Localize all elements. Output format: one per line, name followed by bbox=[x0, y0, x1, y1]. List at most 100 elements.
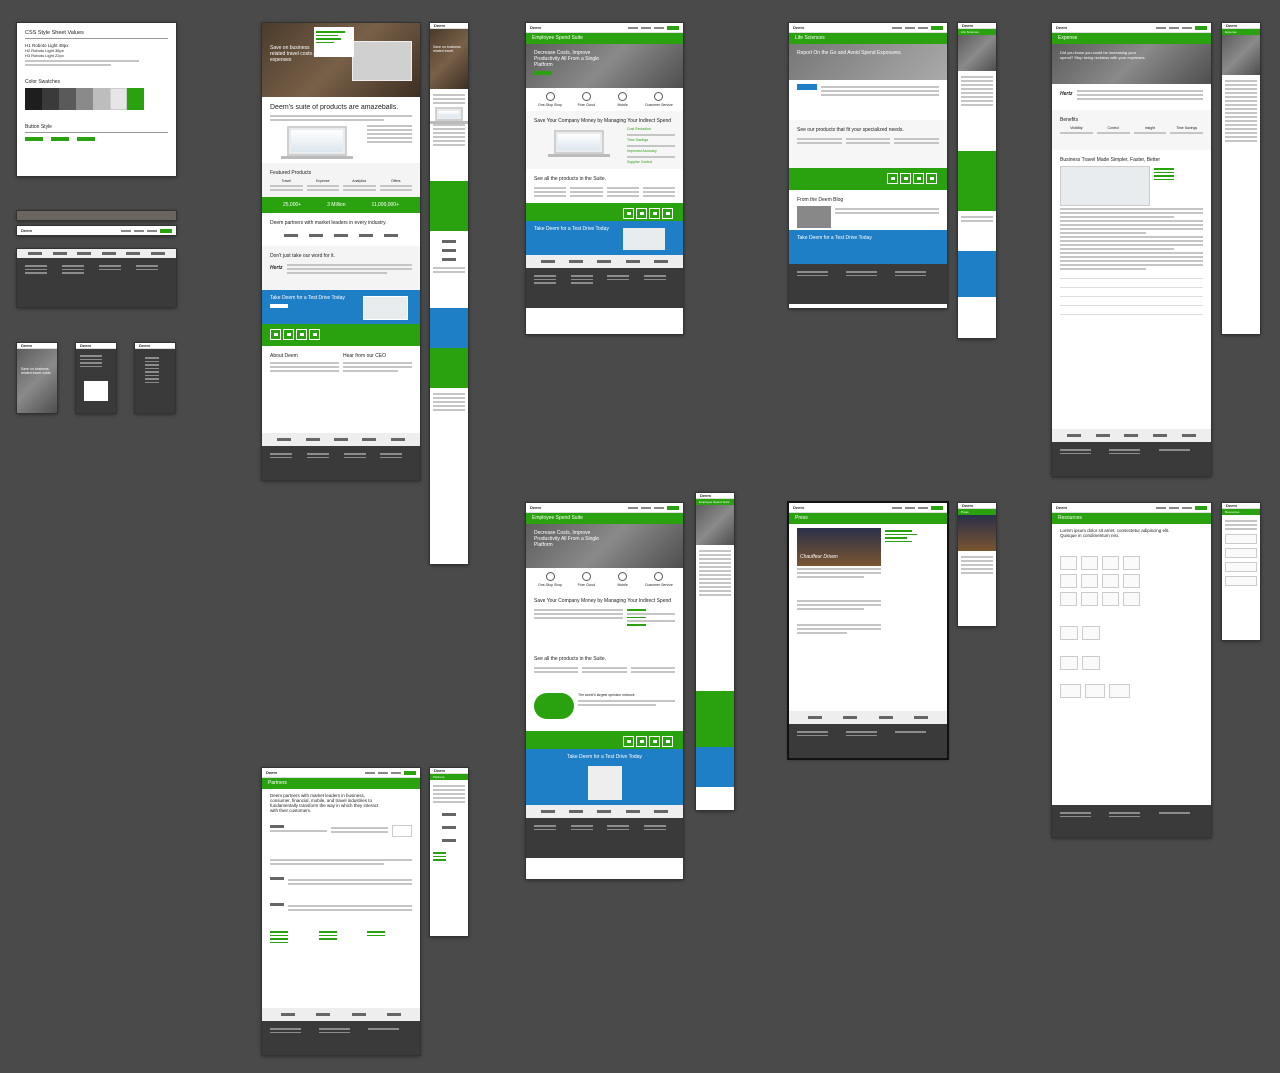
logo: Deem bbox=[962, 23, 973, 28]
test-drive-title: Take Deem for a Test Drive Today bbox=[567, 754, 642, 760]
press-mobile-board[interactable]: Deem Press bbox=[958, 503, 996, 626]
logo[interactable]: Deem bbox=[793, 25, 804, 30]
h1-sample: H1 Roboto Light 48px bbox=[25, 43, 69, 48]
logo: Deem bbox=[434, 23, 445, 28]
products-title: See our products that fit your specializ… bbox=[797, 127, 904, 133]
life-mobile-board[interactable]: Deem Life Sciences bbox=[958, 23, 996, 338]
life-sciences-board[interactable]: Deem Life Sciences Report On the Go and … bbox=[789, 23, 947, 308]
swatch bbox=[42, 88, 59, 110]
suite-title: Deem's suite of products are amazeballs. bbox=[270, 104, 399, 111]
all-products-title: See all the products in the Suite. bbox=[534, 176, 606, 182]
feature-label: Mobile bbox=[617, 583, 628, 587]
product-analytics[interactable]: Analytics bbox=[343, 179, 376, 193]
logo[interactable]: Deem bbox=[21, 228, 32, 233]
mobile-hero-board[interactable]: Deem Save on business related travel cos… bbox=[17, 343, 57, 413]
style-guide-board[interactable]: CSS Style Sheet Values H1 Roboto Light 4… bbox=[17, 23, 176, 176]
hero-text: Did you know you could be increasing you… bbox=[1060, 50, 1146, 60]
product-travel[interactable]: Travel bbox=[270, 179, 303, 193]
product-label: Expense bbox=[315, 179, 330, 183]
swatch bbox=[93, 88, 110, 110]
sample-button[interactable] bbox=[25, 137, 43, 141]
ess-desktop-board[interactable]: Deem Employee Spend Suite Decrease Costs… bbox=[526, 23, 683, 334]
expense-mobile-board[interactable]: Deem Expense bbox=[1222, 23, 1260, 334]
logo[interactable]: Deem bbox=[1056, 25, 1067, 30]
logo[interactable]: Deem bbox=[266, 770, 277, 775]
swatches-title: Color Swatches bbox=[25, 79, 61, 85]
page-title-bar: Life Sciences bbox=[958, 29, 996, 35]
feature-label: Pure Cloud bbox=[577, 583, 596, 587]
sample-button[interactable] bbox=[51, 137, 69, 141]
product-tiles[interactable] bbox=[526, 731, 683, 749]
mobile-menu-board[interactable]: Deem bbox=[76, 343, 116, 413]
stat: 11,000,000+ bbox=[371, 202, 400, 208]
hero-text: Decrease Costs, Improve Productivity All… bbox=[534, 50, 600, 68]
logo: Deem bbox=[139, 343, 150, 348]
stat: 3 Million bbox=[327, 202, 346, 208]
sample-button[interactable] bbox=[77, 137, 95, 141]
product-tiles[interactable] bbox=[262, 324, 420, 346]
quote-logo: Hertz bbox=[270, 265, 283, 271]
partners-board[interactable]: Deem Partners Deem partners with market … bbox=[262, 768, 420, 1055]
logo[interactable]: Deem bbox=[530, 25, 541, 30]
partners-title: Deem partners with market leaders in eve… bbox=[270, 220, 387, 226]
product-label: Offers bbox=[391, 179, 401, 183]
logo: Deem bbox=[21, 343, 32, 348]
test-drive-banner[interactable]: Take Deem for a Test Drive Today bbox=[526, 221, 683, 255]
style-guide-title: CSS Style Sheet Values bbox=[25, 30, 84, 36]
client-logo: Hertz bbox=[1060, 91, 1073, 97]
logo: Deem bbox=[80, 343, 91, 348]
logo[interactable]: Deem bbox=[1056, 505, 1067, 510]
ess-hero: Decrease Costs, Improve Productivity All… bbox=[526, 524, 683, 568]
ess-hero: Decrease Costs, Improve Productivity All… bbox=[526, 44, 683, 88]
swatch bbox=[127, 88, 144, 110]
swatch bbox=[25, 88, 42, 110]
home-mobile-board[interactable]: Deem Save on business related travel bbox=[430, 23, 468, 564]
logo[interactable]: Deem bbox=[793, 505, 804, 510]
logo: Deem bbox=[962, 503, 973, 508]
ess-desktop-board-v2[interactable]: Deem Employee Spend Suite Decrease Costs… bbox=[526, 503, 683, 879]
all-products-title: See all the products in the Suite. bbox=[534, 656, 606, 662]
expense-board[interactable]: Deem Expense Did you know you could be i… bbox=[1052, 23, 1211, 476]
test-drive-banner[interactable]: Take Deem for a Test Drive Today bbox=[526, 749, 683, 805]
benefits-title: Benefits bbox=[1060, 117, 1079, 123]
hero-text: Save on business related travel bbox=[433, 45, 461, 53]
page-title-bar: Resources bbox=[1052, 513, 1211, 524]
mega-menu[interactable] bbox=[314, 27, 354, 57]
partners-mobile-board[interactable]: Deem Partners bbox=[430, 768, 468, 936]
logo[interactable]: Deem bbox=[530, 505, 541, 510]
feature-label: Mobile bbox=[617, 103, 628, 107]
page-title-bar: Expense bbox=[1222, 29, 1260, 35]
feature-label: One-Stop Shop bbox=[538, 583, 563, 587]
hero-text: Save on business related travel costs bbox=[21, 367, 51, 375]
product-expense[interactable]: Expense bbox=[306, 179, 339, 193]
press-board[interactable]: Deem Press Chauffeur Driven bbox=[789, 503, 947, 758]
test-drive-title: Take Deem for a Test Drive Today bbox=[797, 235, 872, 241]
product-offers[interactable]: Offers bbox=[379, 179, 412, 193]
mobile-modal[interactable] bbox=[84, 381, 108, 401]
test-drive-banner[interactable]: Take Deem for a Test Drive Today bbox=[262, 290, 420, 324]
product-tiles[interactable] bbox=[789, 168, 947, 190]
checklist-item: Supplier Control bbox=[627, 160, 653, 164]
buttons-title: Button Style bbox=[25, 124, 52, 130]
mobile-nav-board[interactable]: Deem bbox=[135, 343, 175, 413]
nav-sample-light[interactable]: Deem bbox=[17, 226, 176, 235]
ess-mobile-board[interactable]: Deem Employee Spend Suite bbox=[696, 493, 734, 810]
press-feature-image[interactable]: Chauffeur Driven bbox=[797, 528, 881, 566]
product-tiles[interactable] bbox=[526, 203, 683, 221]
nav-sample-dark[interactable] bbox=[17, 211, 176, 220]
page-title-bar: Employee Spend Suite bbox=[526, 33, 683, 44]
page-title-bar: Resources bbox=[1222, 509, 1260, 515]
resources-board[interactable]: Deem Resources Lorem ipsum dolor sit ame… bbox=[1052, 503, 1211, 837]
page-title-bar: Press bbox=[958, 509, 996, 515]
checklist-item: Improved Accuracy bbox=[627, 149, 657, 153]
test-drive-banner[interactable]: Take Deem for a Test Drive Today bbox=[789, 230, 947, 264]
hero-text: Save on business related travel costs an… bbox=[270, 45, 322, 63]
test-drive-title: Take Deem for a Test Drive Today bbox=[534, 226, 609, 232]
swatch bbox=[110, 88, 127, 110]
page-title-bar: Expense bbox=[1052, 33, 1211, 44]
home-desktop-board[interactable]: Save on business related travel costs an… bbox=[262, 23, 420, 480]
resources-mobile-board[interactable]: Deem Resources bbox=[1222, 503, 1260, 640]
quote-title: Don't just take our word for it. bbox=[270, 253, 335, 259]
hero-text: Decrease Costs, Improve Productivity All… bbox=[534, 530, 600, 548]
